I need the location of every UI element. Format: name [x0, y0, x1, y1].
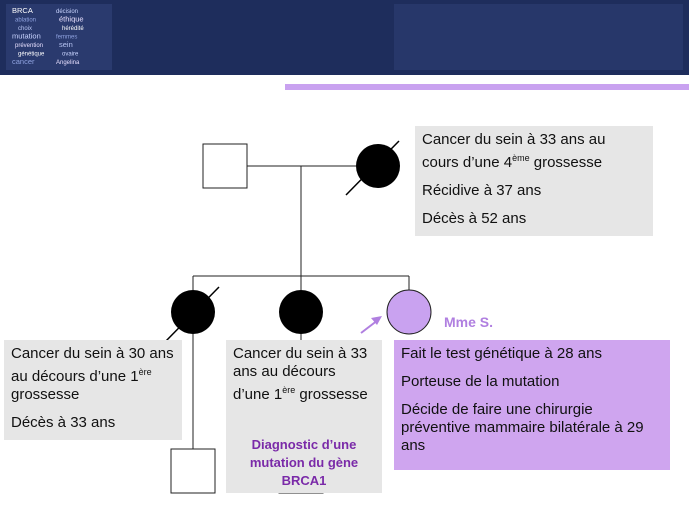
logo-word: Angelina	[56, 60, 80, 66]
logo-word: décision	[56, 9, 78, 15]
deceased-slash-grandmother	[345, 140, 400, 196]
proband-arrow-icon	[360, 316, 382, 334]
aunt1-circle	[171, 290, 215, 334]
aunt1-info-box: Cancer du sein à 30 ans au décours d’une…	[4, 340, 182, 440]
logo-word: ovaire	[62, 52, 79, 58]
grandmother-line2: Récidive à 37 ans	[422, 182, 542, 199]
proband-line2: Porteuse de la mutation	[401, 373, 560, 390]
proband-circle	[386, 289, 432, 335]
grandfather-square	[202, 143, 248, 189]
diagnostic-label: Diagnostic d’une mutation du gène BRCA1	[249, 437, 359, 488]
aunt1-line1: Cancer du sein à 30 ans au décours d’une…	[11, 345, 174, 403]
logo: BRCA décision ablation éthique choix hérédité…	[6, 4, 112, 70]
logo-word: prévention	[15, 43, 43, 49]
grandmother-circle	[356, 144, 400, 188]
accent-bar	[285, 84, 689, 90]
logo-word: hérédité	[62, 26, 84, 32]
logo-word: génétique	[18, 52, 45, 58]
logo-word-cloud: BRCA décision ablation éthique choix hérédité…	[12, 6, 84, 66]
logo-word: cancer	[12, 57, 35, 66]
logo-word: sein	[59, 40, 73, 49]
logo-word: femmes	[56, 35, 77, 41]
deceased-slash-aunt1	[164, 286, 220, 343]
header-banner: BRCA décision ablation éthique choix hérédité…	[0, 0, 689, 75]
proband-line3: Décide de faire une chirurgie préventive…	[401, 401, 644, 454]
cousin1-square	[170, 448, 216, 494]
logo-word: choix	[18, 26, 32, 32]
proband-line1: Fait le test génétique à 28 ans	[401, 345, 602, 362]
aunt1-line2: Décès à 33 ans	[11, 414, 116, 431]
logo-word: éthique	[59, 15, 84, 24]
proband-info-box: Fait le test génétique à 28 ans Porteuse…	[394, 340, 670, 470]
aunt2-info-box: Cancer du sein à 33 ans au décours d’une…	[226, 340, 382, 493]
logo-word: ablation	[15, 18, 36, 24]
header-panel	[394, 4, 683, 70]
logo-word: mutation	[12, 32, 41, 41]
aunt2-line1: Cancer du sein à 33 ans au décours d’une…	[233, 345, 368, 403]
proband-name-label: Mme S.	[444, 314, 494, 330]
logo-word: BRCA	[12, 6, 33, 15]
aunt2-circle	[279, 290, 323, 334]
grandmother-line3: Décès à 52 ans	[422, 210, 527, 227]
